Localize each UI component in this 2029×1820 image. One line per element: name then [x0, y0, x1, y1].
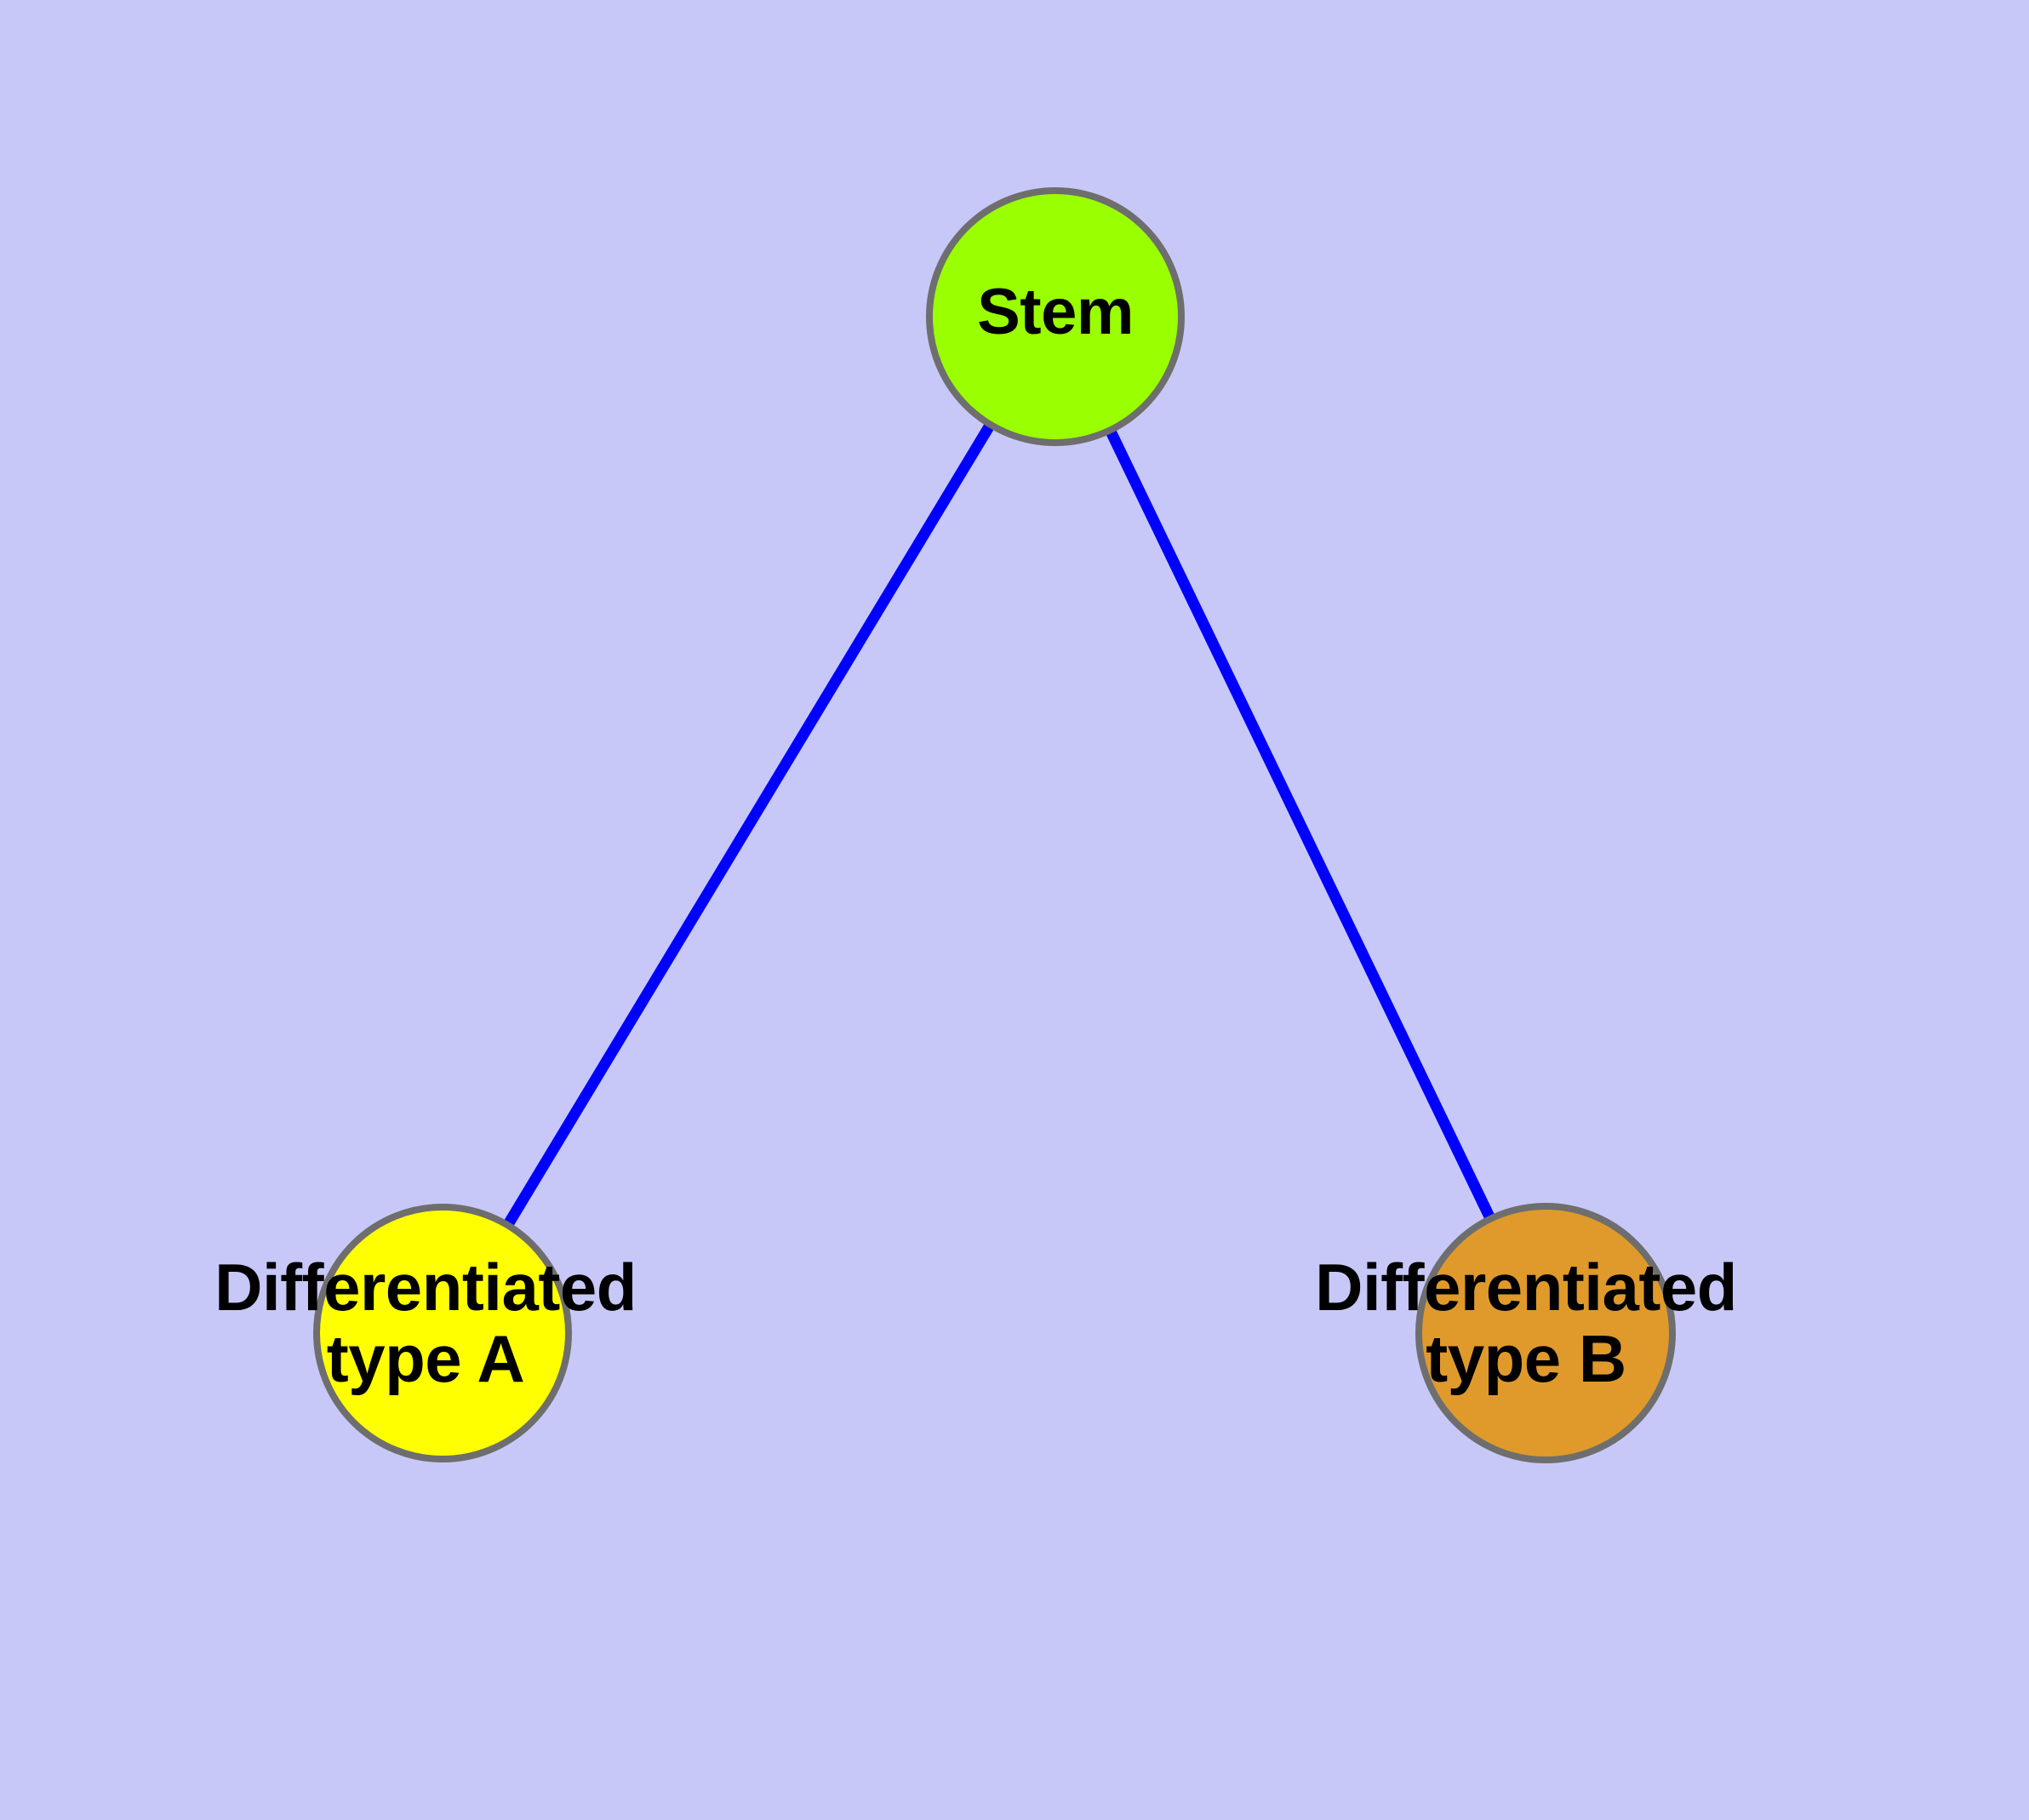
node-differentiated-type-a[interactable]	[313, 1204, 572, 1462]
edge-stem-to-differentiated-type-b[interactable]	[1050, 314, 1551, 1336]
node-differentiated-type-b[interactable]	[1415, 1203, 1676, 1463]
edge-stem-to-differentiated-type-a[interactable]	[437, 313, 1060, 1336]
node-stem[interactable]	[926, 187, 1185, 446]
